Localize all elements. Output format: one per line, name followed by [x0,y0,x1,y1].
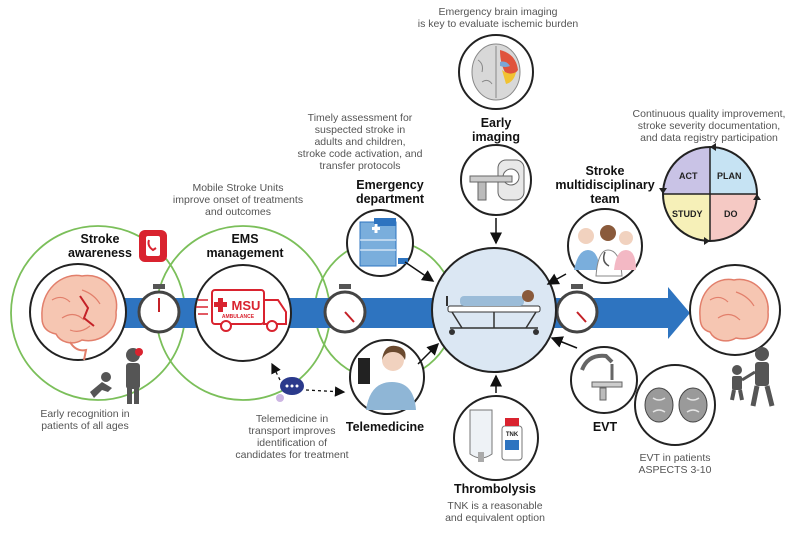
telemedicine-clinician-icon [349,339,425,415]
quality-caption-line2: stroke severity documentation, [637,120,781,132]
imaging-title-line1: Early [480,116,512,130]
ed-caption-line1: Timely assessment for [307,112,413,124]
plan-quadrant [710,147,757,194]
awareness-caption-line1: Early recognition in [40,408,130,420]
team-title-line1: Stroke [585,164,625,178]
study-quadrant [663,194,710,241]
pdca-do-label: DO [724,209,738,219]
ems-caption-line2: improve onset of treatments [172,194,304,206]
brain-with-stroke-icon [29,263,127,361]
ed-caption-line3: adults and children, [314,136,406,148]
chat-bubble-icon [276,377,304,402]
care-team-icon [567,208,643,284]
awareness-title-line1: Stroke [80,232,120,246]
pdca-cycle [659,143,761,245]
telemedicine-caption-line1: Telemedicine in [255,413,329,425]
phone-alert-icon [139,230,167,262]
msu-label: MSU [232,298,261,313]
imaging-caption-line1: Emergency brain imaging [438,6,558,18]
imaging-title-line2: imaging [472,130,520,144]
ed-title-line2: department [355,192,425,206]
quality-caption-line1: Continuous quality improvement, [632,108,786,120]
msu-ambulance-icon [194,264,292,362]
stopwatch-icon [323,284,367,334]
quality-caption: Continuous quality improvement,stroke se… [620,108,798,144]
dashed-arrow [271,362,281,381]
stopwatch-icon [137,284,181,334]
tnk-vial-label: TNK [506,432,519,438]
ems-caption-line3: and outcomes [205,206,271,218]
ed-title-line1: Emergency [356,178,424,192]
connector-arrow [550,336,578,349]
connector-arrow [417,342,440,365]
thrombolysis-title: Thrombolysis [454,482,536,496]
thrombolysis-caption-line1: TNK is a reasonable [447,500,543,512]
recovered-brain-icon [689,264,781,356]
stopwatch-icon [555,284,599,334]
telemedicine-title: Telemedicine [345,420,425,434]
ems-title-line1: EMS [231,232,259,246]
evt-caption-line1: EVT in patients [639,452,711,464]
ed-caption-line5: transfer protocols [319,160,401,172]
brain-ct-scans-icon [634,364,716,446]
brain-imaging-icon [458,34,534,110]
do-quadrant [710,194,757,241]
connector-arrow [546,273,567,285]
ed-caption-line4: stroke code activation, and [297,148,423,160]
pdca-act-label: ACT [679,171,698,181]
telemedicine-caption-line3: identification of [256,437,328,449]
ems-title-line2: management [206,246,284,260]
awareness-title-line2: awareness [68,246,132,260]
family-walking-icon [730,347,775,407]
telemedicine-caption-line4: candidates for treatment [235,449,349,461]
angiography-system-icon [570,346,638,414]
pdca-study-label: STUDY [672,209,703,219]
ed-caption-line2: suspected stroke in [314,124,406,136]
quality-caption-line3: and data registry participation [640,132,778,144]
team-title-line3: team [590,192,620,206]
ambulance-label: AMBULANCE [222,314,255,320]
people-icon [90,348,143,404]
ems-caption-line1: Mobile Stroke Units [192,182,284,194]
thrombolysis-drug-icon [453,395,539,481]
hospital-building-icon [346,209,414,277]
patient-care-hub [431,247,557,373]
dashed-arrow [305,386,346,397]
evt-caption-line2: ASPECTS 3-10 [638,464,712,476]
telemedicine-caption-line2: transport improves [248,425,336,437]
connector-arrow [404,261,435,282]
awareness-caption-line2: patients of all ages [41,420,129,432]
evt-title: EVT [592,420,618,434]
pdca-plan-label: PLAN [717,171,742,181]
imaging-caption-line2: is key to evaluate ischemic burden [417,18,579,30]
team-title-line2: multidisciplinary [555,178,655,192]
act-quadrant [663,147,710,194]
thrombolysis-caption-line2: and equivalent option [445,512,545,524]
ct-scanner-icon [460,144,532,216]
